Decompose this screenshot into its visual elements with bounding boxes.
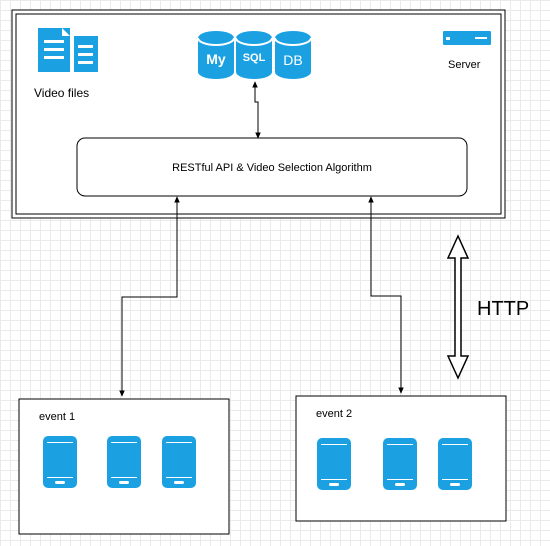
phone-icon	[162, 436, 196, 488]
db-sql-label: SQL	[243, 52, 266, 64]
phone-icon	[107, 436, 141, 488]
phone-icon	[438, 438, 472, 490]
documents-icon	[38, 28, 98, 73]
event1-label: event 1	[39, 411, 75, 423]
server-label: Server	[448, 59, 481, 71]
event1-connector	[119, 196, 180, 397]
server-icon	[443, 31, 491, 45]
phone-icon	[43, 436, 77, 488]
phone-icon	[383, 438, 417, 490]
db-db-label: DB	[283, 52, 302, 68]
database-icon: DB	[274, 31, 312, 79]
double-arrow-icon	[446, 234, 470, 380]
db-my-label: My	[206, 51, 226, 67]
mysql-icon: My SQL	[197, 31, 273, 79]
event2-label: event 2	[316, 408, 352, 420]
phone-icon	[317, 438, 351, 490]
http-label: HTTP	[477, 298, 529, 320]
video-files-label: Video files	[34, 86, 89, 100]
event2-connector	[368, 196, 404, 394]
db-api-connector	[252, 81, 261, 139]
api-label: RESTful API & Video Selection Algorithm	[172, 162, 372, 174]
api-box	[76, 137, 468, 197]
